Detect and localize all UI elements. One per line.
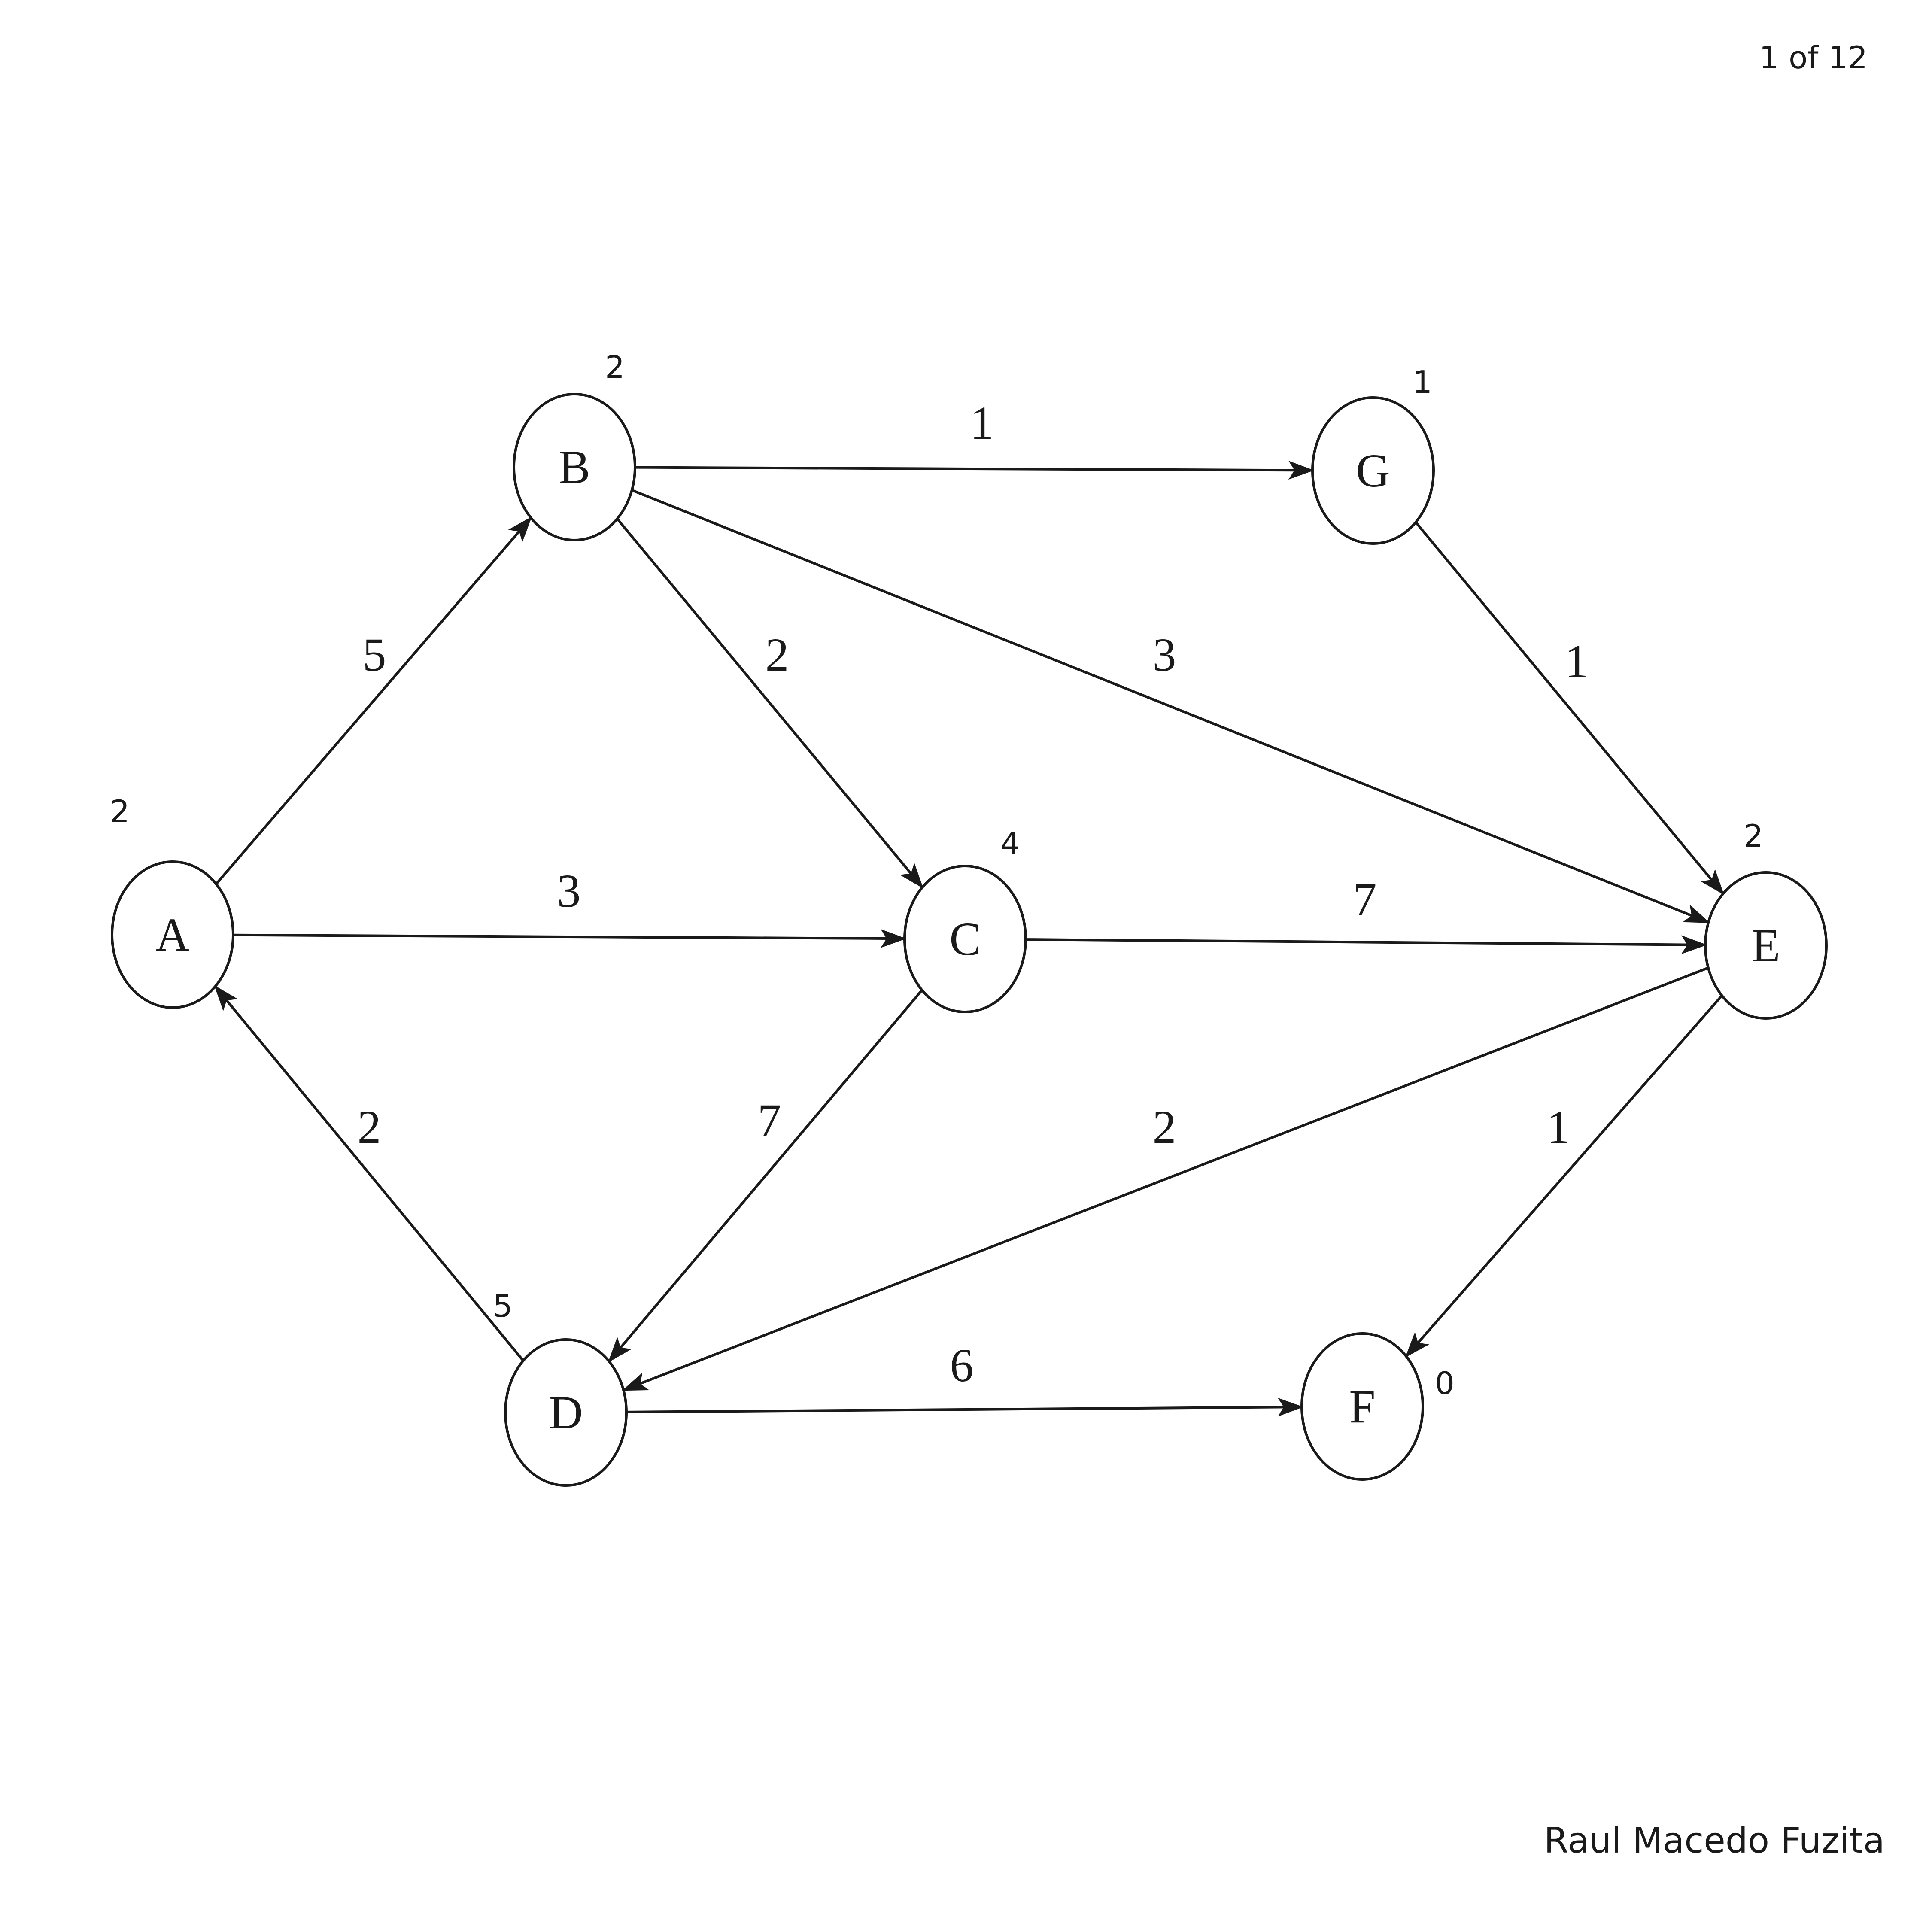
- edge-a-to-b: [215, 516, 532, 885]
- node-e: E: [1704, 871, 1828, 1020]
- nodes-layer: A B C D E F G: [111, 393, 1828, 1487]
- labels-layer: 5 3 2 1 2 3 1 7 7 2 1 6 2 2 4 5 2 0 1: [110, 349, 1763, 1401]
- edge-b-to-c: [616, 518, 923, 889]
- node-circle-a: [111, 860, 234, 1009]
- edge-c-to-d: [608, 989, 923, 1363]
- edge-weight-e-f: 1: [1547, 1101, 1571, 1153]
- node-heuristic-f: 0: [1435, 1365, 1455, 1401]
- node-label-g: G: [1356, 444, 1390, 497]
- edge-weight-d-f: 6: [950, 1339, 974, 1391]
- node-d: D: [504, 1338, 628, 1487]
- node-circle-c: [903, 865, 1027, 1013]
- node-heuristic-e: 2: [1744, 818, 1763, 854]
- node-heuristic-d: 5: [493, 1288, 513, 1324]
- node-g: G: [1311, 396, 1435, 545]
- node-circle-g: [1311, 396, 1435, 545]
- node-circle-d: [504, 1338, 628, 1487]
- edge-weight-b-e: 3: [1153, 629, 1176, 681]
- node-label-e: E: [1751, 919, 1780, 972]
- node-circle-b: [513, 393, 636, 541]
- edge-d-to-f: [626, 1397, 1303, 1417]
- node-b: B: [513, 393, 636, 541]
- node-heuristic-a: 2: [110, 793, 130, 829]
- edge-g-to-e: [1415, 521, 1724, 895]
- node-c: C: [903, 865, 1027, 1013]
- edge-b-to-g: [635, 461, 1314, 480]
- node-circle-e: [1704, 871, 1828, 1020]
- edges-layer: [214, 461, 1724, 1417]
- edge-e-to-d: [622, 966, 1709, 1391]
- edge-weight-d-a: 2: [358, 1101, 381, 1153]
- node-circle-f: [1300, 1332, 1424, 1481]
- edge-weight-c-d: 7: [758, 1094, 781, 1147]
- node-f: F: [1300, 1332, 1424, 1481]
- node-heuristic-b: 2: [605, 349, 625, 385]
- node-heuristic-g: 1: [1413, 364, 1432, 400]
- edge-weight-g-e: 1: [1565, 635, 1589, 687]
- edge-weight-b-g: 1: [970, 397, 994, 449]
- edge-b-to-e: [631, 489, 1710, 924]
- node-label-b: B: [559, 441, 590, 493]
- page-indicator: 1 of 12: [1759, 39, 1868, 76]
- node-label-a: A: [155, 908, 189, 961]
- node-heuristic-c: 4: [1000, 826, 1020, 862]
- edge-weight-e-d: 2: [1153, 1101, 1176, 1153]
- edge-weight-b-c: 2: [766, 629, 789, 681]
- edge-weight-a-b: 5: [363, 629, 386, 681]
- node-a: A: [111, 860, 234, 1009]
- edge-weight-c-e: 7: [1353, 873, 1377, 926]
- author-credit: Raul Macedo Fuzita: [1544, 1820, 1885, 1861]
- node-label-c: C: [949, 913, 981, 965]
- edge-a-to-c: [233, 929, 906, 948]
- edge-weight-a-c: 3: [557, 865, 581, 917]
- node-label-d: D: [549, 1386, 583, 1439]
- edge-c-to-e: [1025, 935, 1707, 954]
- node-label-f: F: [1349, 1380, 1375, 1433]
- edge-d-to-a: [214, 985, 525, 1362]
- edge-e-to-f: [1405, 994, 1723, 1358]
